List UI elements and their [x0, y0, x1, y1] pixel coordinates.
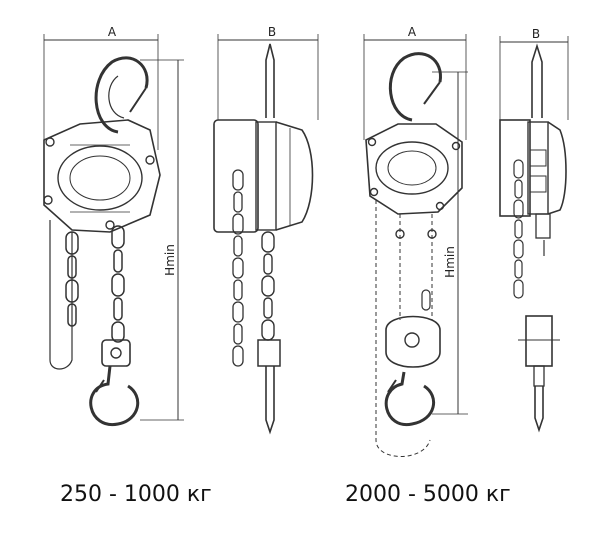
caption-capacity-large: 2000 - 5000 кг: [345, 482, 511, 507]
dimension-b-label: B: [268, 25, 276, 39]
dimension-a-label: A: [108, 25, 117, 39]
large-hoist-front-view: A Hmin: [363, 25, 468, 457]
caption-capacity-small: 250 - 1000 кг: [60, 482, 212, 507]
small-hoist-front-view: A: [43, 25, 184, 427]
dimension-hmin-label: Hmin: [163, 244, 177, 276]
dimension-hmin-label-large: Hmin: [443, 246, 457, 278]
large-hoist-side-view: B: [499, 27, 569, 433]
dimension-a-label-large: A: [408, 25, 417, 39]
dimension-b-label-large: B: [532, 27, 540, 41]
small-hoist-side-view: B: [213, 25, 319, 435]
